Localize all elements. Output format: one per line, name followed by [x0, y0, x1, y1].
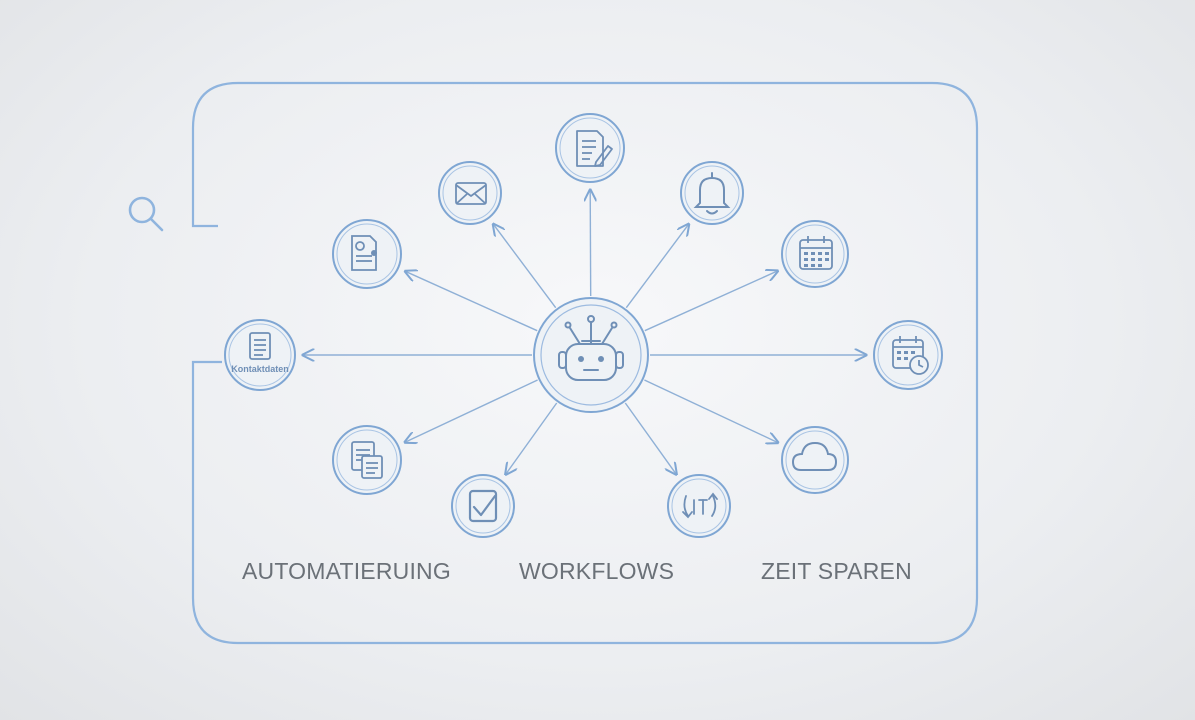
- node-checkbox: [451, 474, 515, 538]
- node-document-edit: [555, 113, 625, 183]
- profile-document-icon: [351, 235, 377, 271]
- node-mail: [438, 161, 502, 225]
- connector-cloud: [644, 379, 778, 443]
- connector-mail: [493, 224, 557, 309]
- node-calendar-clock: [873, 320, 943, 390]
- report-icon: [249, 332, 271, 360]
- connector-checkbox: [506, 402, 558, 474]
- search-icon: [128, 196, 164, 232]
- node-sync: [667, 474, 731, 538]
- sync-icon: [682, 492, 718, 519]
- bell-icon: [693, 172, 731, 215]
- calendar-clock-icon: [892, 336, 929, 375]
- connector-lines: [303, 190, 866, 474]
- checkbox-icon: [468, 489, 498, 523]
- connector-sync: [624, 402, 676, 474]
- node-cloud: [781, 426, 849, 494]
- label-save-time: ZEIT SPAREN: [761, 558, 912, 584]
- connector-documents: [405, 379, 538, 442]
- documents-icon: [351, 441, 383, 479]
- cloud-icon: [791, 441, 838, 471]
- hub-node: [533, 297, 649, 413]
- node-profile-document: [332, 219, 402, 289]
- report-node-text: Kontaktdaten: [231, 364, 289, 374]
- label-workflows: WORKFLOWS: [519, 558, 675, 584]
- document-edit-icon: [576, 130, 613, 167]
- connector-calendar: [644, 271, 778, 332]
- connector-profile-document: [405, 271, 538, 332]
- connector-document-edit: [590, 190, 591, 297]
- label-automation: AUTOMATIERUING: [242, 558, 451, 584]
- frame-border: [191, 81, 979, 645]
- connector-bell: [625, 224, 688, 309]
- robot-icon: [558, 315, 624, 381]
- mail-icon: [455, 182, 487, 205]
- node-bell: [680, 161, 744, 225]
- calendar-icon: [799, 236, 833, 270]
